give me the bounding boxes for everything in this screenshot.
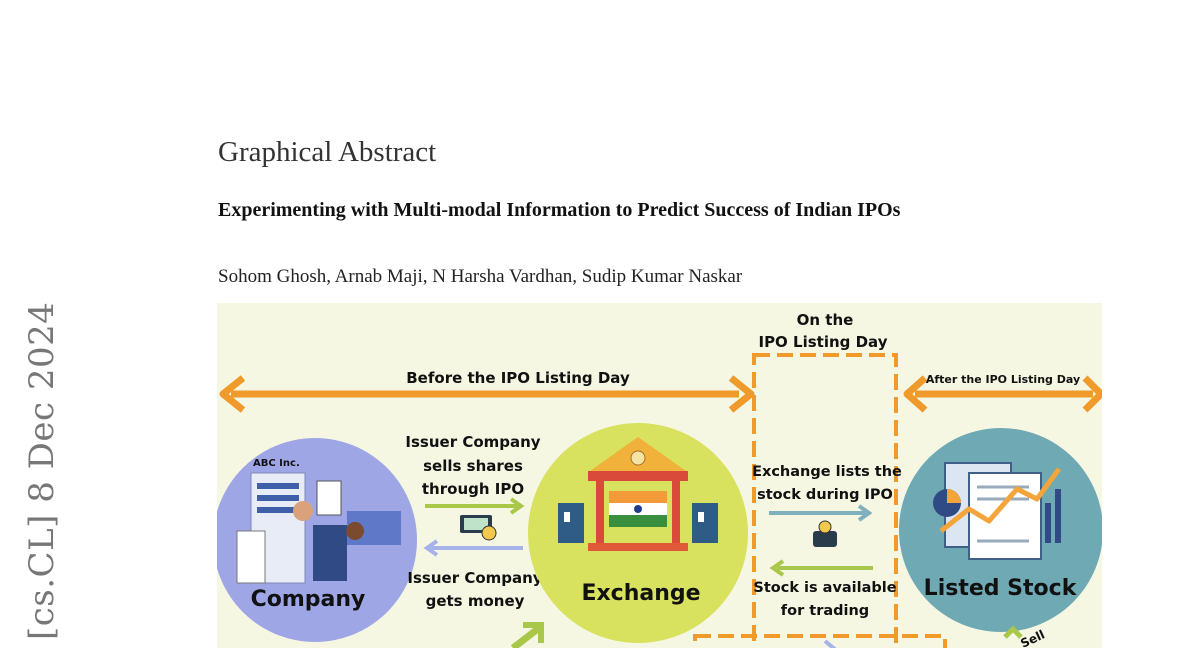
after-arrow-right-head [1082, 375, 1102, 413]
listed-stock-label: Listed Stock [924, 576, 1078, 601]
arxiv-identifier: [cs.CL] 8 Dec 2024 [22, 301, 62, 640]
ipo-diagram: On the IPO Listing Day Before the IPO Li… [217, 311, 1102, 648]
lower-dashed-box [693, 634, 947, 648]
bottom-green-arrow-head [523, 622, 544, 643]
after-listing-day-label: After the IPO Listing Day [926, 373, 1080, 386]
stock-available-line-2: for trading [781, 603, 869, 619]
paper-authors: Sohom Ghosh, Arnab Maji, N Harsha Vardha… [218, 266, 743, 287]
sell-shares-arrow-head [509, 497, 525, 515]
before-arrow-right-head [728, 375, 755, 413]
issuer-sells-line-3: through IPO [422, 480, 524, 498]
available-stock-arrow-head [769, 559, 785, 577]
paper-title: Experimenting with Multi-modal Informati… [218, 199, 901, 221]
issuer-sells-line-1: Issuer Company [405, 433, 540, 451]
issuer-sells-line-2: sells shares [423, 457, 523, 475]
money-icon [460, 515, 497, 541]
stock-available-line-1: Stock is available [753, 580, 896, 596]
exchange-lists-line-2: stock during IPO [757, 487, 893, 503]
after-arrow-left-head [903, 375, 928, 413]
sell-arrow-head [1003, 625, 1023, 639]
lists-stock-arrow-head [857, 504, 873, 522]
issuer-gets-line-2: gets money [426, 592, 525, 610]
company-illustration [236, 472, 401, 584]
on-listing-day-label-2: IPO Listing Day [758, 333, 887, 351]
section-heading: Graphical Abstract [218, 136, 437, 168]
on-listing-day-label-1: On the [797, 311, 854, 329]
exchange-lists-line-1: Exchange lists the [752, 464, 902, 480]
before-listing-day-label: Before the IPO Listing Day [406, 369, 630, 387]
issuer-gets-line-1: Issuer Company [407, 569, 542, 587]
listing-day-dashed-box [752, 353, 898, 648]
sell-label: Sell [1018, 627, 1047, 648]
bottom-green-arrow [510, 625, 542, 648]
exchange-label: Exchange [581, 581, 700, 606]
exchange-building-illustration [558, 437, 718, 551]
gets-money-arrow-head [423, 539, 439, 557]
bottom-blue-arrow [823, 639, 837, 648]
graphical-abstract-figure: On the IPO Listing Day Before the IPO Li… [217, 303, 1102, 648]
before-arrow-left-head [219, 375, 246, 413]
company-logo-text: ABC Inc. [253, 458, 300, 469]
exchange-circle [528, 423, 748, 643]
stock-chart-illustration [933, 462, 1062, 560]
wallet-icon [813, 520, 837, 547]
company-label: Company [251, 587, 366, 612]
